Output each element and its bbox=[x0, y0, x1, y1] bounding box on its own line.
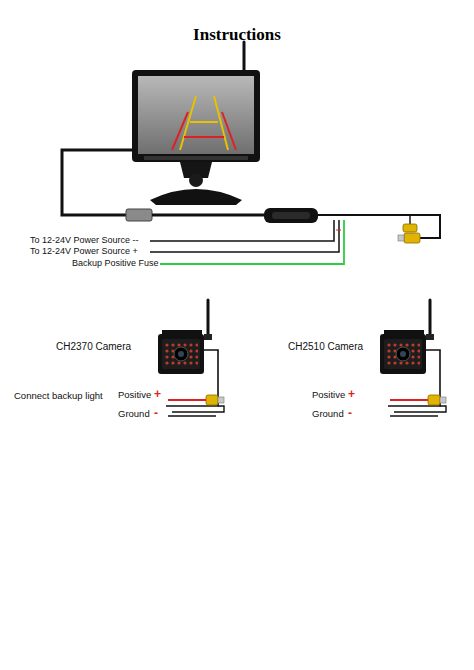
wire-label: Ground bbox=[118, 409, 150, 419]
wire-label: + bbox=[348, 388, 355, 400]
wire-label: Backup Positive Fuse bbox=[72, 259, 159, 268]
camera-node: CH2510 Camera bbox=[378, 328, 430, 378]
wire-label: Positive bbox=[118, 390, 151, 400]
wire-label: - bbox=[348, 407, 352, 419]
wire-label: To 12-24V Power Source -- bbox=[30, 236, 139, 245]
wire-label: - bbox=[154, 407, 158, 419]
wire-label: Connect backup light bbox=[14, 391, 103, 401]
camera-node: CH2370 Camera bbox=[156, 328, 208, 378]
wire-label: Ground bbox=[312, 409, 344, 419]
wire-label: To 12-24V Power Source + bbox=[30, 247, 138, 256]
camera-heading: CH2510 Camera bbox=[288, 342, 363, 352]
wire-label: + bbox=[154, 388, 161, 400]
diagram-title: Instructions bbox=[0, 26, 474, 43]
camera-heading: CH2370 Camera bbox=[56, 342, 131, 352]
wire-label: Positive bbox=[312, 390, 345, 400]
